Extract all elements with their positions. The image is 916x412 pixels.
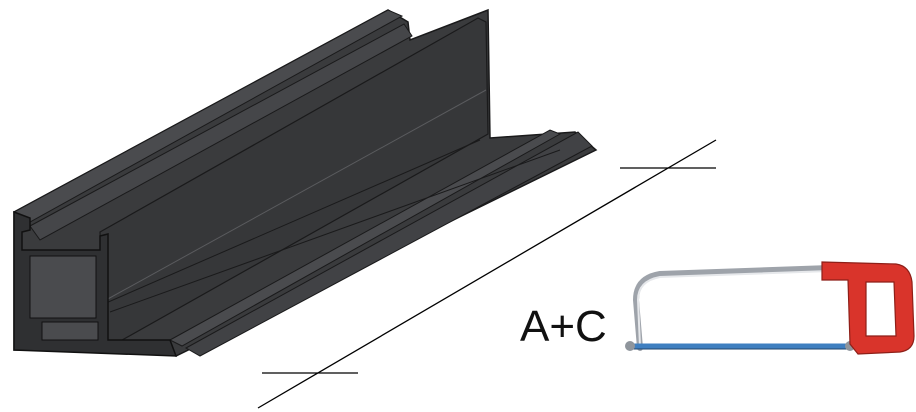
- diagonal-cut-line: [257, 139, 717, 409]
- profile-groove-line: [109, 149, 561, 313]
- profile-groove-line: [43, 139, 481, 331]
- hacksaw-icon: [625, 261, 915, 355]
- profile-wall-highlight: [105, 89, 487, 301]
- cut-line-icon: [257, 139, 717, 409]
- profile-second-rib: [29, 23, 413, 241]
- profile-section-void: [41, 321, 99, 341]
- annotation-label: A+C: [520, 302, 607, 351]
- profile-right-rib-a: [168, 129, 562, 347]
- aluminum-rail-profile-icon: [13, 8, 598, 357]
- saw-handle: [821, 261, 915, 355]
- profile-right-rib-b: [184, 131, 593, 357]
- saw-frame: [632, 265, 833, 351]
- saw-frame-highlight: [636, 270, 831, 347]
- saw-blade-pin: [625, 341, 635, 351]
- profile-section-void: [29, 255, 97, 319]
